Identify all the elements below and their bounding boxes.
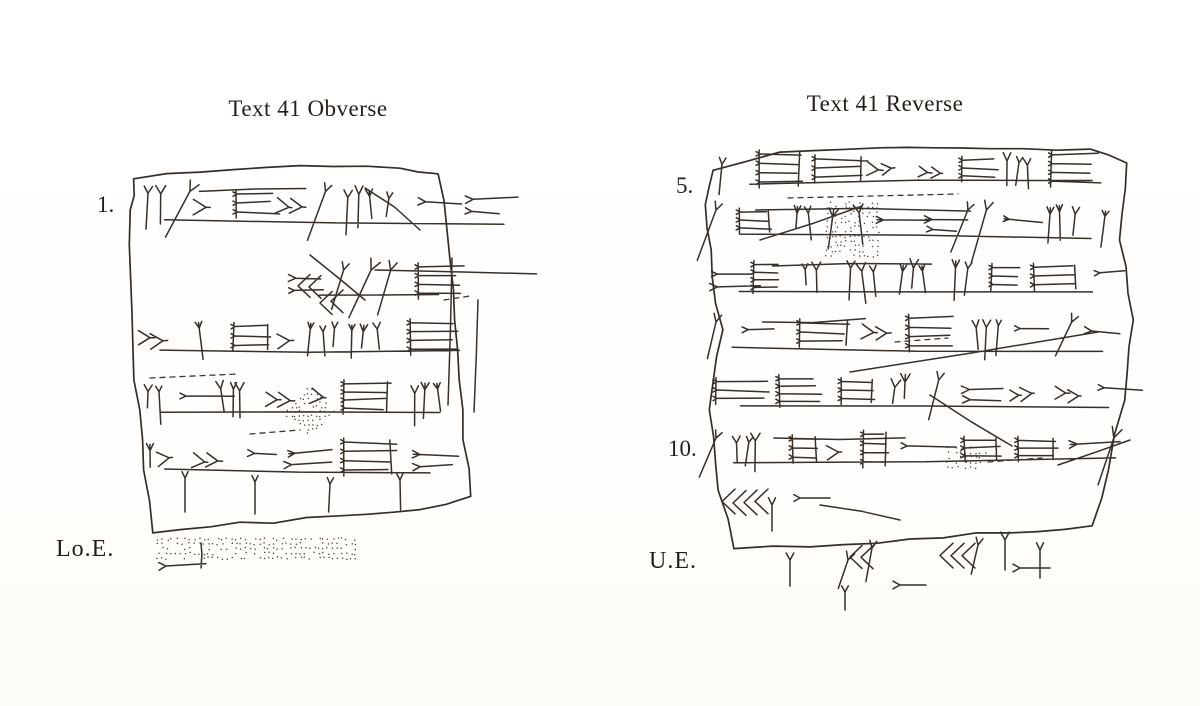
- obverse-tablet-outline: [128, 164, 472, 534]
- lower-edge-label: Lo.E.: [56, 536, 115, 562]
- obverse-title: Text 41 Obverse: [228, 96, 388, 121]
- obverse-damage-stipple: [156, 387, 357, 561]
- reverse-tablet-drawing: [696, 146, 1144, 611]
- obverse-cuneiform-signs: [137, 179, 538, 571]
- reverse-line-number-5: 5.: [676, 173, 694, 198]
- obverse-line-number-1: 1.: [97, 192, 115, 217]
- reverse-line-number-10: 10.: [668, 436, 697, 461]
- upper-edge-label: U.E.: [649, 548, 697, 574]
- reverse-title: Text 41 Reverse: [806, 91, 964, 116]
- reverse-tablet-outline: [704, 146, 1135, 550]
- obverse-tablet-drawing: [128, 164, 538, 571]
- reverse-cuneiform-signs: [696, 149, 1144, 611]
- reverse-damage-stipple: [824, 201, 987, 470]
